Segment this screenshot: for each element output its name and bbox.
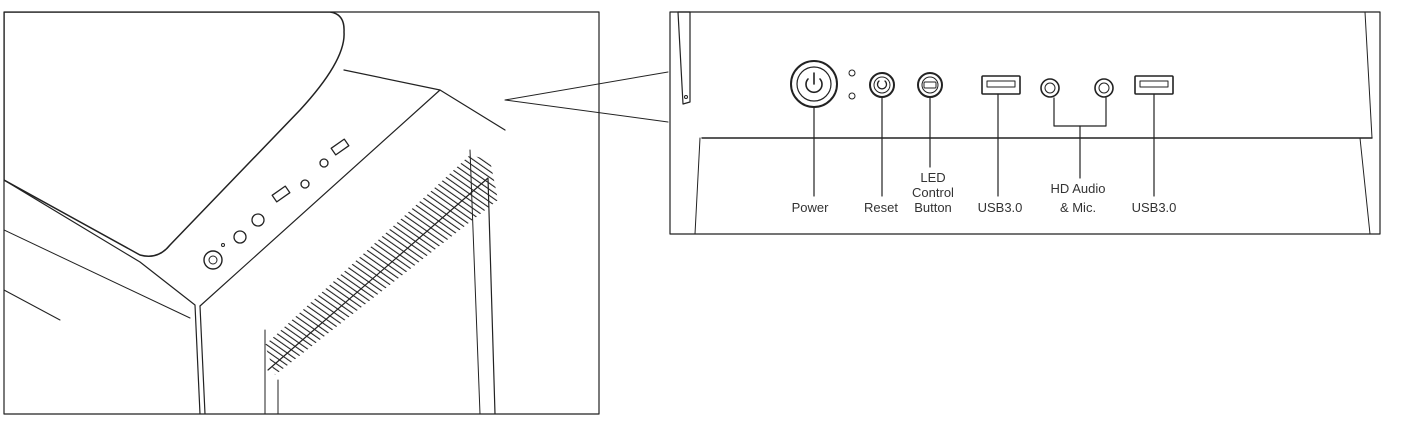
indicator-light-icon — [848, 69, 856, 77]
case-side-line-2 — [4, 289, 61, 321]
indicator-light-icon — [848, 92, 856, 100]
leader-lines — [813, 93, 1155, 197]
case-led-button — [251, 213, 265, 227]
detail-right-edge — [1364, 11, 1373, 139]
top-mesh-grill — [4, 12, 345, 257]
callout-lines — [504, 71, 669, 123]
front-vent — [265, 155, 498, 375]
led-label-line1: LED — [920, 170, 945, 185]
reset-label: Reset — [864, 200, 898, 215]
led-label-line2: Control — [912, 185, 954, 200]
top-edge-right — [343, 69, 506, 131]
usb-port-left — [981, 75, 1021, 95]
detail-bottom-right-edge — [1359, 137, 1371, 235]
usb-port-right — [1134, 75, 1174, 95]
power-icon — [805, 72, 823, 94]
usb-port-icon — [1134, 75, 1174, 95]
case-edge-left — [4, 179, 201, 414]
case-reset-button — [233, 230, 247, 244]
reset-button — [869, 72, 895, 98]
led-icon — [923, 81, 937, 89]
power-label: Power — [792, 200, 830, 215]
usb-left-label: USB3.0 — [978, 200, 1023, 215]
audio-bracket — [1053, 97, 1107, 127]
usb-port-icon — [981, 75, 1021, 95]
detail-frame — [669, 11, 1381, 235]
io-panel-edge — [199, 89, 441, 307]
led-label-line3: Button — [914, 200, 952, 215]
audio-label-line1: HD Audio — [1051, 181, 1106, 196]
detail-edge-screw — [684, 95, 688, 99]
usb-port-tongue — [986, 80, 1016, 88]
case-usb-port-1 — [271, 185, 291, 203]
power-button-inner — [796, 66, 832, 102]
reset-icon — [876, 80, 888, 90]
led-control-button — [917, 72, 943, 98]
case-power-button — [203, 250, 223, 270]
audio-jack-icon — [1094, 78, 1114, 98]
audio-jack-hole — [1098, 82, 1110, 94]
audio-jack-hole — [1044, 82, 1056, 94]
audio-jack-right — [1094, 78, 1114, 98]
case-power-icon — [208, 255, 218, 265]
case-audio-jack-2 — [319, 158, 329, 168]
case-io-cluster — [203, 138, 350, 270]
detail-bottom-left-edge — [694, 137, 701, 235]
front-vertical-line — [199, 305, 206, 414]
audio-jack-left — [1040, 78, 1060, 98]
power-button — [790, 60, 838, 108]
case-side-line — [4, 229, 191, 319]
case-usb-port-2 — [330, 138, 350, 156]
audio-label-line2: & Mic. — [1060, 200, 1096, 215]
io-detail-panel: Power Reset LED Control Button USB3.0 HD… — [669, 11, 1381, 235]
glass-panel-edge — [267, 177, 496, 414]
usb-port-tongue — [1139, 80, 1169, 88]
audio-jack-icon — [1040, 78, 1060, 98]
case-indicator-1 — [221, 243, 225, 247]
detail-side-edge — [677, 11, 691, 105]
led-button-inner — [921, 76, 939, 94]
case-audio-jack-1 — [300, 179, 310, 189]
reset-button-inner — [873, 76, 891, 94]
usb-right-label: USB3.0 — [1132, 200, 1177, 215]
case-overview-panel — [3, 11, 600, 415]
